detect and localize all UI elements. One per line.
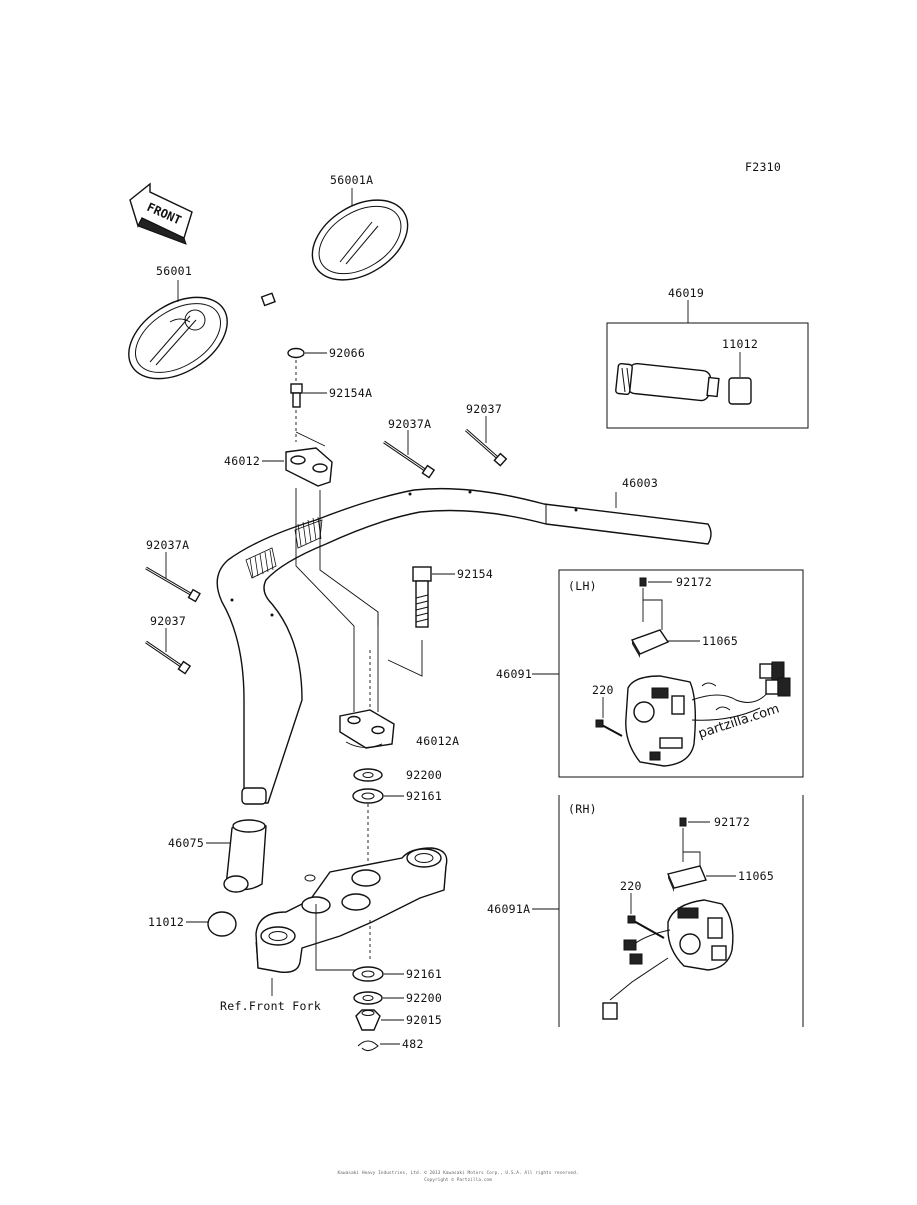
part-46075: 46075: [168, 836, 204, 850]
part-46019: 46019: [668, 286, 704, 300]
part-46012: 46012: [224, 454, 260, 468]
screw-92172-lh: [639, 577, 647, 587]
damper-92161-top: [352, 788, 384, 804]
screw-220-rh: [627, 915, 665, 939]
footer-copyright-2: Copyright © Partzilla.com: [424, 1177, 492, 1183]
lh-switch-box: [558, 569, 804, 778]
part-92037-left: 92037: [150, 614, 186, 628]
lever-holder-11065-lh: [630, 629, 670, 658]
bolt-92037A-left: [145, 566, 201, 603]
cap-92066: [287, 347, 305, 359]
washer-92200-top: [353, 768, 383, 782]
part-92172-rh: 92172: [714, 815, 750, 829]
mirror-left: [128, 296, 228, 380]
nut-92015: [355, 1009, 381, 1031]
part-46012A: 46012A: [416, 734, 459, 748]
damper-92161-bottom: [352, 966, 384, 982]
part-92200-top: 92200: [406, 768, 442, 782]
part-46091: 46091: [496, 667, 532, 681]
rh-caption: (RH): [568, 802, 597, 816]
figure-code: F2310: [745, 160, 781, 174]
part-92037-top: 92037: [466, 402, 502, 416]
washer-92200-bottom: [353, 991, 383, 1005]
part-482: 482: [402, 1037, 424, 1051]
throttle-grip: [615, 362, 720, 402]
footer-copyright: Kawasaki Heavy Industries, Ltd. © 2013 K…: [337, 1170, 578, 1176]
upper-holder-46012: [285, 447, 333, 487]
bolt-92037A-top: [383, 440, 436, 479]
part-92161-bottom: 92161: [406, 967, 442, 981]
pin-482: [357, 1040, 379, 1052]
watermark: partzilla.com: [697, 702, 782, 742]
part-220-rh: 220: [620, 879, 642, 893]
handlebar-46003: [216, 487, 712, 805]
bolt-92154: [412, 566, 432, 628]
part-46091A: 46091A: [487, 902, 530, 916]
part-92154A: 92154A: [329, 386, 372, 400]
stud-92154A: [290, 383, 303, 408]
part-92161-top: 92161: [406, 789, 442, 803]
part-11065-rh: 11065: [738, 869, 774, 883]
left-grip-46075: [223, 819, 267, 893]
part-46003: 46003: [622, 476, 658, 490]
bolt-92037-left: [145, 640, 192, 675]
part-92037A-left: 92037A: [146, 538, 189, 552]
part-11065-lh: 11065: [702, 634, 738, 648]
front-arrow-icon: FRONT: [129, 182, 193, 245]
lower-holder-46012A: [339, 709, 395, 749]
bolt-92037-top: [465, 428, 508, 467]
lh-switch-housing: [625, 661, 791, 767]
part-220-lh: 220: [592, 683, 614, 697]
part-92015: 92015: [406, 1013, 442, 1027]
screw-92172-rh: [679, 817, 687, 827]
part-11012-top: 11012: [722, 337, 758, 351]
ref-front-fork: Ref.Front Fork: [220, 999, 321, 1013]
grip-end-cap-bottom: [207, 911, 237, 937]
part-92154: 92154: [457, 567, 493, 581]
grip-end-cap-top: [728, 377, 752, 405]
part-92037A-top: 92037A: [388, 417, 431, 431]
grip-assembly-box: [606, 322, 809, 429]
screw-220-lh: [595, 719, 623, 737]
mirror-right: [260, 199, 409, 307]
part-92200-bottom: 92200: [406, 991, 442, 1005]
part-56001A: 56001A: [330, 173, 373, 187]
part-56001: 56001: [156, 264, 192, 278]
rh-switch-housing: [602, 899, 734, 1020]
part-92066: 92066: [329, 346, 365, 360]
part-92172-lh: 92172: [676, 575, 712, 589]
lever-holder-11065-rh: [667, 865, 707, 892]
part-11012-bottom: 11012: [148, 915, 184, 929]
triple-clamp: [255, 847, 448, 973]
lh-caption: (LH): [568, 579, 597, 593]
